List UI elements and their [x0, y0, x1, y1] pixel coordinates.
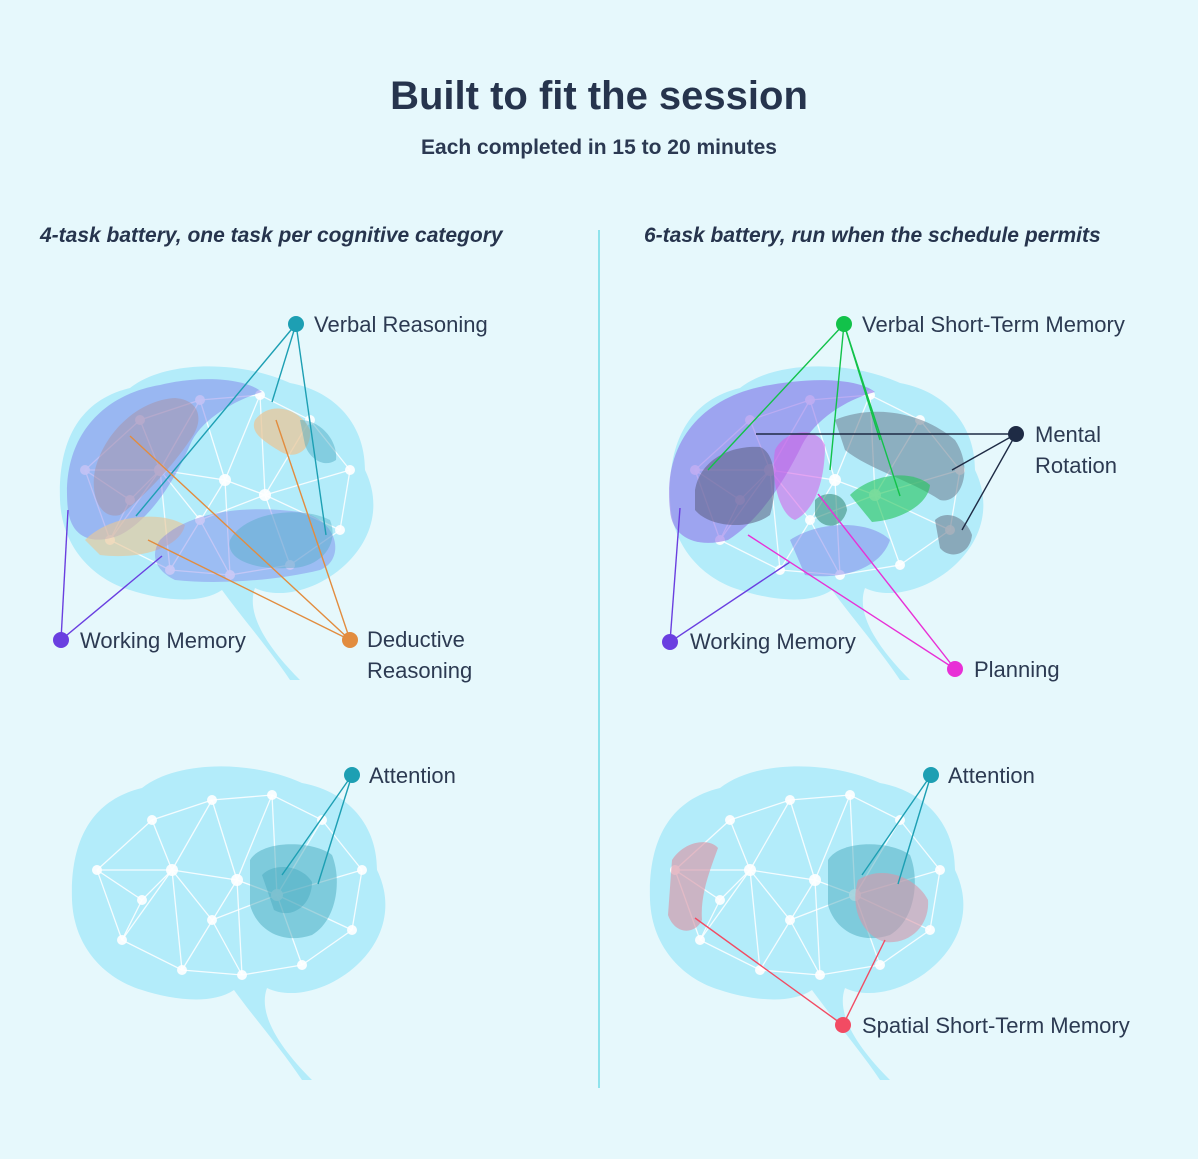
page-subtitle: Each completed in 15 to 20 minutes: [421, 136, 777, 159]
label-working-memory-left: Working Memory: [80, 628, 246, 653]
page-title: Built to fit the session: [390, 74, 808, 118]
brain-right-bottom: [649, 766, 964, 1080]
column-divider: [598, 230, 600, 1088]
label-attention-right: Attention: [948, 763, 1035, 788]
left-column-heading: 4-task battery, one task per cognitive c…: [40, 224, 503, 247]
connectors-left-top: [60, 323, 351, 641]
right-column-heading: 6-task battery, run when the schedule pe…: [644, 224, 1101, 247]
label-attention-left: Attention: [369, 763, 456, 788]
marker-left-attention: [344, 767, 360, 783]
label-spatial-short-term-memory: Spatial Short-Term Memory: [862, 1013, 1130, 1038]
label-verbal-short-term-memory: Verbal Short-Term Memory: [862, 312, 1125, 337]
label-planning: Planning: [974, 657, 1060, 682]
brain-left-bottom: [71, 766, 386, 1080]
connectors-left-bottom: [281, 774, 353, 885]
brain-right-top: [669, 366, 984, 680]
label-deductive-reasoning-line1: Deductive: [367, 627, 465, 652]
brain-left-top: [59, 366, 374, 680]
connectors-right-bottom: [694, 774, 932, 1026]
label-mental-rotation-line1: Mental: [1035, 422, 1102, 447]
connectors-right-top: [669, 323, 1017, 670]
label-verbal-reasoning: Verbal Reasoning: [314, 312, 488, 337]
markers-right-top: [662, 316, 1024, 677]
label-deductive-reasoning-line2: Reasoning: [367, 658, 473, 683]
markers-left-top: [53, 316, 358, 648]
label-mental-rotation-line2: Rotation: [1035, 453, 1117, 478]
label-working-memory-right: Working Memory: [690, 629, 856, 654]
markers-right-bottom: [835, 767, 939, 1033]
